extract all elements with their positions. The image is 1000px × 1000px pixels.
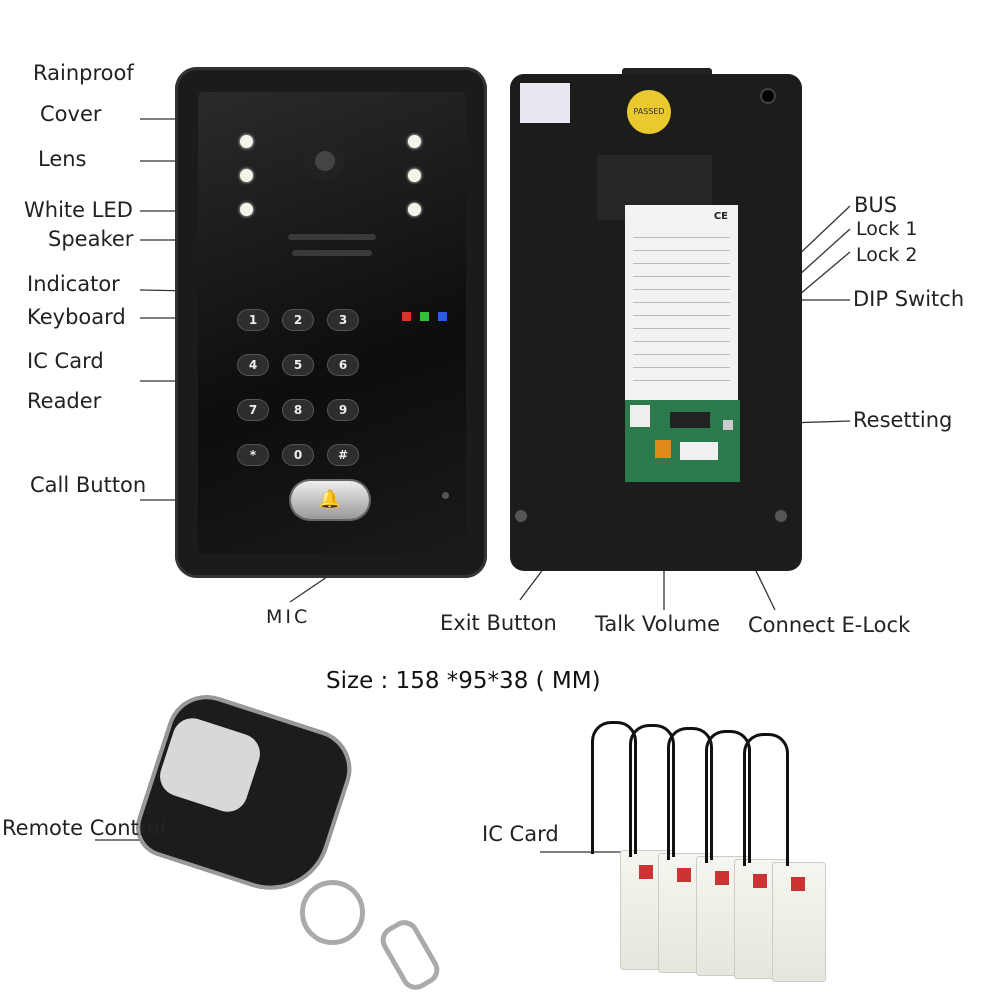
lanyard (667, 727, 713, 860)
key-button[interactable]: * (238, 445, 268, 465)
label-rainproof: Rainproof (33, 61, 134, 85)
card-logo (753, 874, 767, 888)
lanyard (629, 724, 675, 857)
label-exit-button: Exit Button (440, 611, 557, 635)
label-connect-elock: Connect E-Lock (748, 613, 911, 637)
size-text: Size : 158 *95*38 ( MM) (326, 668, 601, 694)
label-ic-card-accessory: IC Card (482, 822, 559, 846)
label-indicator: Indicator (27, 272, 120, 296)
label-call-button: Call Button (30, 473, 147, 497)
indicator-green-icon (420, 312, 429, 321)
call-button[interactable]: 🔔 (291, 481, 369, 519)
key-button[interactable]: 5 (283, 355, 313, 375)
elock-connector (680, 442, 718, 460)
led-icon (240, 135, 253, 148)
reset-button[interactable] (723, 420, 733, 430)
dip-switch[interactable] (670, 412, 710, 428)
lens-icon (307, 143, 343, 179)
ic-card (743, 733, 826, 982)
label-talk-volume: Talk Volume (595, 612, 720, 636)
volume-knob[interactable] (655, 440, 671, 458)
indicator-blue-icon (438, 312, 447, 321)
key-button[interactable]: 9 (328, 400, 358, 420)
terminal (630, 405, 650, 427)
card-logo (791, 877, 805, 891)
label-lock1: Lock 1 (856, 218, 918, 240)
led-icon (408, 169, 421, 182)
key-button[interactable]: 8 (283, 400, 313, 420)
screw-icon (775, 510, 787, 522)
screw-icon (515, 510, 527, 522)
screw-hole-icon (762, 90, 774, 102)
key-button[interactable]: 1 (238, 310, 268, 330)
label-keyboard: Keyboard (27, 305, 126, 329)
key-button[interactable]: 0 (283, 445, 313, 465)
key-ring (300, 880, 365, 945)
lanyard (743, 733, 789, 866)
key-button[interactable]: 3 (328, 310, 358, 330)
key-button[interactable]: # (328, 445, 358, 465)
label-ic-card: IC Card (27, 349, 104, 373)
lanyard (591, 721, 637, 854)
label-resetting: Resetting (853, 408, 953, 432)
label-mic: MIC (266, 606, 311, 628)
label-remote-control: Remote Control (2, 816, 166, 840)
mic-icon (442, 492, 449, 499)
serial-sticker (520, 83, 570, 123)
passed-sticker: PASSED (627, 90, 671, 134)
led-icon (240, 203, 253, 216)
label-speaker: Speaker (48, 227, 134, 251)
label-white-led: White LED (24, 198, 133, 222)
card-logo (715, 871, 729, 885)
speaker-grille (292, 250, 372, 256)
key-button[interactable]: 2 (283, 310, 313, 330)
circuit-board (625, 400, 740, 482)
led-icon (408, 135, 421, 148)
led-icon (408, 203, 421, 216)
label-lock2: Lock 2 (856, 244, 918, 266)
card-logo (677, 868, 691, 882)
top-clip (622, 68, 712, 78)
wiring-sticker: CE (625, 205, 738, 400)
card-logo (639, 865, 653, 879)
label-dip-switch: DIP Switch (853, 287, 965, 311)
speaker-grille (288, 234, 376, 240)
led-icon (240, 169, 253, 182)
indicator-red-icon (402, 312, 411, 321)
label-lens: Lens (38, 147, 87, 171)
label-reader: Reader (27, 389, 102, 413)
key-button[interactable]: 4 (238, 355, 268, 375)
key-button[interactable]: 6 (328, 355, 358, 375)
label-bus: BUS (854, 193, 898, 217)
label-cover: Cover (40, 102, 102, 126)
ce-mark: CE (713, 211, 728, 222)
key-button[interactable]: 7 (238, 400, 268, 420)
lanyard (705, 730, 751, 863)
